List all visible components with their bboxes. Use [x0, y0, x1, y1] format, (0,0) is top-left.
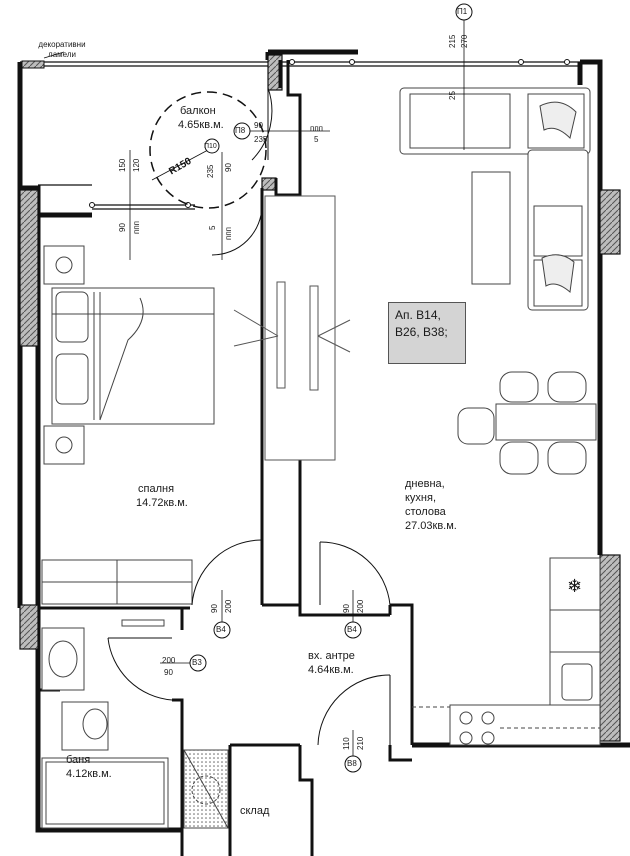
dim-p10-5: 5 — [208, 225, 217, 230]
living-area: 27.03кв.м. — [405, 520, 457, 532]
balcony-name: балкон — [180, 105, 216, 117]
balcony-door-swings — [211, 87, 273, 256]
apartment-tag: Ап. B14, B26, B38; — [388, 302, 466, 364]
bathroom-fixtures — [41, 627, 169, 829]
hall-label: вх. антре 4.64кв.м. — [308, 649, 355, 677]
radius-label: R150 — [167, 156, 194, 178]
marker-v3-label: В3 — [192, 658, 202, 667]
marker-p8-label: П8 — [235, 126, 246, 135]
wardrobe — [41, 559, 193, 605]
living-name-3: столова — [405, 506, 446, 518]
dim-left-120: 120 — [132, 158, 141, 172]
living-name-2: кухня, — [405, 492, 437, 504]
dim-top-215: 215 — [448, 34, 457, 48]
dim-p8-90: 90 — [254, 121, 263, 130]
dim-v4a-200: 200 — [224, 599, 233, 613]
dim-p10-ppp: ппп — [224, 227, 233, 240]
dim-v3-200: 200 — [162, 656, 176, 665]
dim-left-150: 150 — [118, 158, 127, 172]
decorative-panels-leader — [43, 51, 65, 59]
coffee-table — [471, 171, 511, 285]
balcony-label: балкон 4.65кв.м. — [178, 104, 224, 132]
bathroom-label: баня 4.12кв.м. — [66, 753, 112, 781]
bedroom-label: спалня 14.72кв.м. — [136, 482, 188, 510]
dim-v3-90: 90 — [164, 668, 173, 677]
dim-left-ppp: ппп — [132, 221, 141, 234]
dim-top-25: 25 — [448, 91, 457, 100]
apartment-tag-line1: Ап. B14, — [395, 308, 441, 322]
balcony-railing — [89, 59, 570, 208]
living-label: дневна, кухня, столова 27.03кв.м. — [405, 477, 457, 533]
marker-v8-label: В8 — [347, 759, 357, 768]
storage-label: склад — [240, 804, 269, 818]
freezer-icon: ❄ — [567, 576, 582, 597]
balcony-dashed-circle — [149, 91, 267, 209]
dim-v8-110: 110 — [342, 737, 351, 750]
sofa — [399, 87, 591, 311]
living-name-1: дневна, — [405, 478, 445, 490]
hall-area: 4.64кв.м. — [308, 664, 354, 676]
marker-p10-label: П10 — [204, 143, 217, 150]
dim-v4b-200: 200 — [356, 599, 365, 613]
dim-left-90: 90 — [118, 223, 127, 232]
interior-walls — [40, 60, 414, 856]
dim-balcony-ppp: ппп — [310, 124, 323, 133]
dim-p10-90: 90 — [224, 163, 233, 172]
marker-p10 — [204, 138, 220, 154]
dim-p10-235: 235 — [206, 164, 215, 178]
door-swings — [107, 539, 391, 746]
dim-balcony-5: 5 — [314, 135, 319, 144]
bedroom-name: спалня — [138, 483, 175, 495]
bedroom-area: 14.72кв.м. — [136, 497, 188, 509]
dim-v4a-90: 90 — [210, 604, 219, 613]
marker-v4b-label: В4 — [347, 625, 357, 634]
marker-v4a-label: В4 — [216, 625, 226, 634]
storage-fixtures — [183, 749, 229, 829]
storage-name: склад — [240, 805, 270, 817]
hall-name: вх. антре — [308, 650, 355, 662]
decorative-panels-label: декоративни ламели — [38, 40, 86, 59]
marker-p1-label: П1 — [457, 7, 468, 16]
marker-p1 — [455, 3, 473, 21]
sliding-partition — [233, 195, 351, 461]
radius-leader — [151, 149, 209, 181]
apartment-tag-line2: B26, B38; — [395, 325, 448, 339]
dim-v8-210: 210 — [356, 736, 365, 750]
dim-top-270: 270 — [460, 34, 469, 48]
kitchen-counter — [412, 557, 601, 746]
dining-set — [457, 371, 597, 475]
door-handle-bar — [121, 619, 165, 627]
bed — [51, 287, 215, 425]
parapet-lines — [20, 61, 580, 210]
bathroom-area: 4.12кв.м. — [66, 768, 112, 780]
nightstands — [43, 245, 85, 465]
decorative-panels — [21, 60, 45, 69]
balcony-area: 4.65кв.м. — [178, 119, 224, 131]
bathroom-name: баня — [66, 754, 91, 766]
dim-p8-235: 235 — [254, 135, 268, 144]
dim-v4b-90: 90 — [342, 604, 351, 613]
